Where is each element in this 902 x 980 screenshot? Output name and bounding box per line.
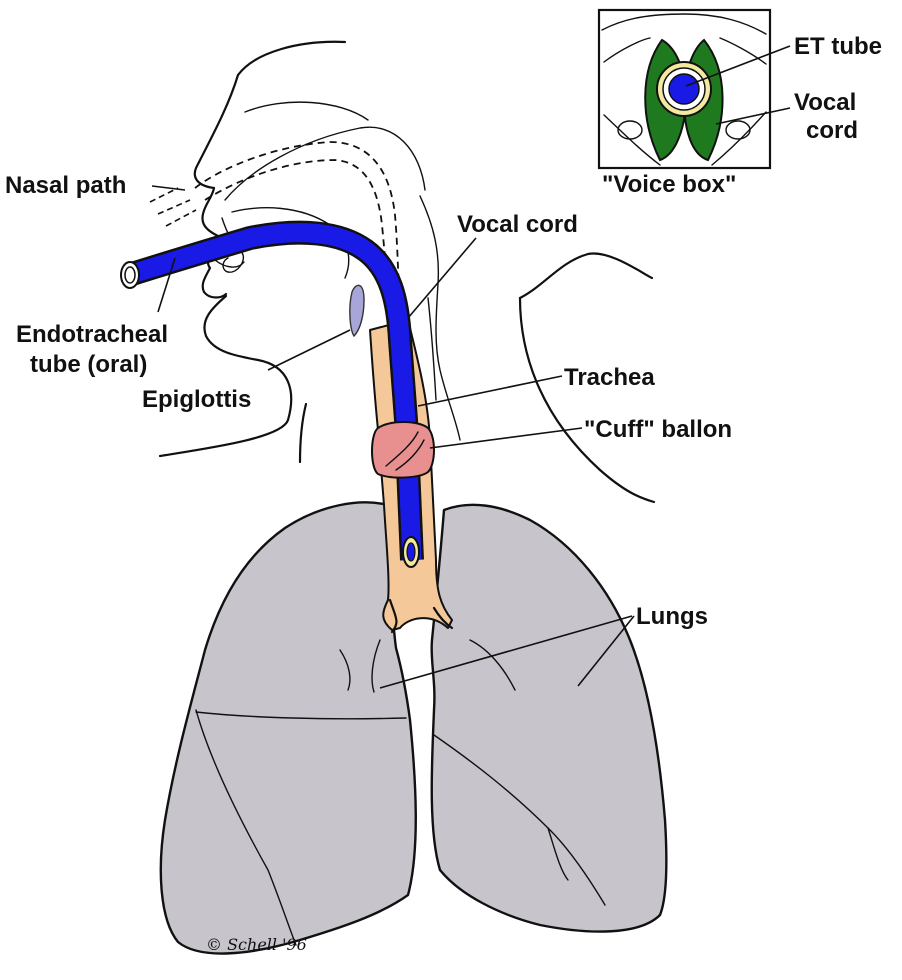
label-epiglottis: Epiglottis	[142, 386, 251, 413]
label-inset-vocal-line2: cord	[806, 117, 858, 144]
label-inset-caption: "Voice box"	[602, 171, 736, 198]
label-cuff: "Cuff" ballon	[584, 416, 732, 443]
right-lung	[430, 503, 668, 933]
label-endotracheal-line1: Endotracheal	[16, 321, 168, 348]
cuff-balloon	[371, 421, 435, 479]
endotracheal-tube	[120, 220, 424, 568]
lungs	[159, 501, 668, 955]
label-lungs: Lungs	[636, 603, 708, 630]
label-endotracheal-line2: tube (oral)	[30, 351, 147, 378]
label-inset-et-tube: ET tube	[794, 33, 882, 60]
label-nasal-path: Nasal path	[5, 172, 126, 199]
left-lung	[159, 501, 417, 955]
label-vocal-cord: Vocal cord	[457, 211, 578, 238]
epiglottis-shape	[349, 284, 365, 338]
label-inset-vocal-line1: Vocal	[794, 89, 856, 116]
label-trachea: Trachea	[564, 364, 655, 391]
leader-lines	[151, 45, 791, 689]
artist-signature: © Schell '96	[206, 935, 307, 954]
voice-box-inset	[597, 8, 772, 170]
